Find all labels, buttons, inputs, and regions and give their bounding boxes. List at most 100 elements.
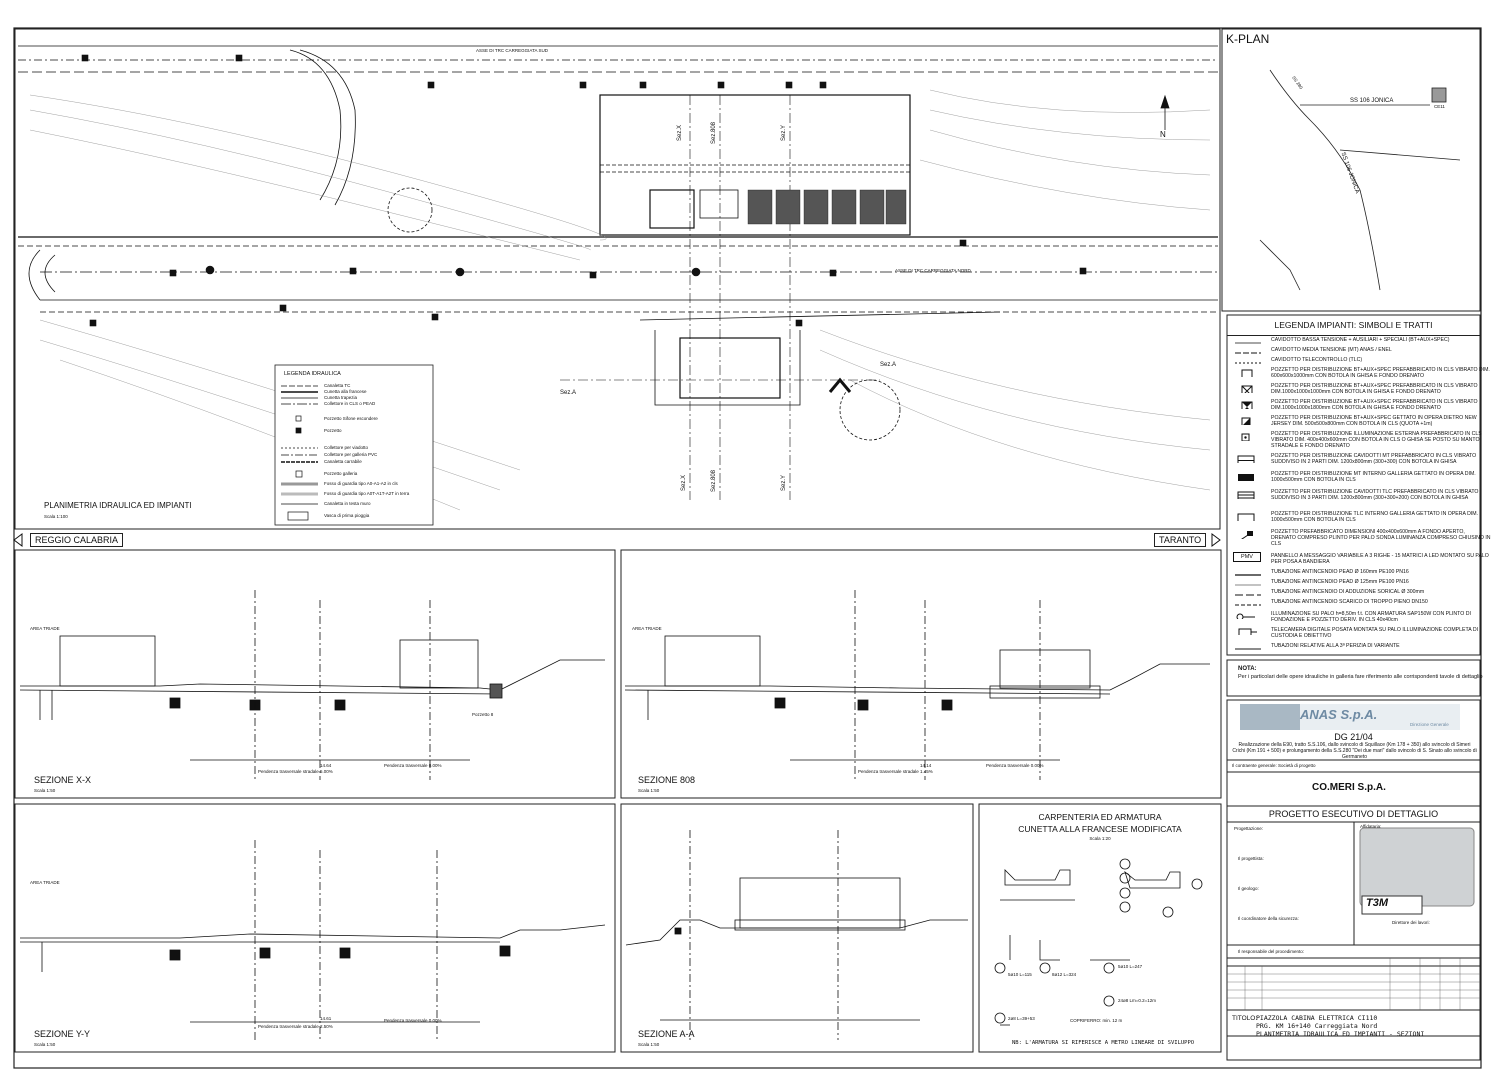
dot-square-icon <box>1241 433 1250 441</box>
direttore-label: Direttore dei lavori: <box>1392 920 1430 925</box>
direction-right-label: TARANTO <box>1154 533 1207 547</box>
title-label: TITOLO: <box>1232 1015 1258 1022</box>
empty-rect-icon <box>1237 513 1255 521</box>
section-808-slope: Pendenza trasversale stradale 1.45% <box>858 769 933 774</box>
section-xx-scale: Scala 1:50 <box>34 788 56 793</box>
project-phase: PROGETTO ESECUTIVO DI DETTAGLIO <box>1268 809 1439 819</box>
rebar-label: 2ø8 L=39+53 <box>1008 1016 1035 1021</box>
crossed-square-icon <box>1241 385 1253 393</box>
project-description: Realizzazione della E90, tratto S.S.106,… <box>1232 742 1477 760</box>
legend-idraulica-item: Collettore per galleria PVC <box>324 452 378 457</box>
section-x-label: Sez.X <box>681 474 688 492</box>
plan-title: PLANIMETRIA IDRAULICA ED IMPIANTI <box>44 501 192 510</box>
line-symbol-icon <box>1235 352 1261 354</box>
north-label: N <box>1160 130 1166 139</box>
section-808-label-top: Sez.808 <box>711 121 718 145</box>
note-text: Per i particolari delle opere idrauliche… <box>1238 674 1483 680</box>
legend-idraulica-item: Collettore in CLS o PEAD <box>324 401 376 406</box>
axis-bottom-label: ASSE DI TRC CARREGGIATA NORD <box>895 268 971 273</box>
anas-logo-sub: Direzione Generale <box>1410 722 1449 727</box>
kplan-title: K-PLAN <box>1226 32 1270 46</box>
section-xx-slope-2: Pendenza trasversale 0.00% <box>384 763 442 768</box>
legend-idraulica-item: Cunetta trapezia <box>324 395 358 400</box>
line-symbol-icon <box>1235 604 1261 606</box>
section-xx-slope: Pendenza trasversale stradale 5.00% <box>258 769 333 774</box>
section-xx-area: AREA TRIADE <box>30 626 60 631</box>
carpenteria-scale: Scala 1:20 <box>1089 836 1111 841</box>
title-line-2: PRG. KM 16+140 Carreggiata Nord <box>1256 1022 1378 1030</box>
kplan-site-label: CE11 <box>1434 104 1445 109</box>
rebar-label: 5ø10 L=247 <box>1118 964 1143 969</box>
section-808-title: SEZIONE 808 <box>638 775 696 785</box>
legend-idraulica-item: Collettore per viadotto <box>324 445 369 450</box>
line-symbol-icon <box>1235 594 1261 596</box>
three-split-rect-icon <box>1237 491 1255 499</box>
lamp-post-icon <box>1236 613 1255 619</box>
sensor-pole-icon <box>1241 531 1253 539</box>
title-line-1: PIAZZOLA CABINA ELETTRICA CI110 <box>1256 1014 1378 1022</box>
legend-idraulica-item: Canaletta TC <box>324 383 351 388</box>
legend-idraulica-item: Pozzetto <box>324 428 342 433</box>
legend-idraulica-item: Pozzetto galleria <box>324 471 358 476</box>
contractor-name: CO.MERI S.p.A. <box>1312 782 1386 793</box>
anas-logo: ANAS S.p.A. <box>1300 707 1378 722</box>
section-808-width: 14.14 <box>920 763 932 768</box>
legend-idraulica-item: Canaletta in testa muro <box>324 501 371 506</box>
section-xx-title: SEZIONE X-X <box>34 775 92 785</box>
section-yy-area: AREA TRIADE <box>30 880 60 885</box>
section-yy-scale: Scala 1:50 <box>34 1042 56 1047</box>
section-yy-width: 14.61 <box>320 1016 332 1021</box>
line-symbol-icon <box>1235 362 1261 364</box>
camera-icon <box>1238 628 1257 635</box>
legend-idraulica-item: Fosso di guardia tipo A0-A1-A2 in cls <box>324 481 398 486</box>
title-line-3: PLANIMETRIA IDRAULICA ED IMPIANTI - SEZI… <box>1256 1030 1425 1038</box>
legend-idraulica-item: Fosso di guardia tipo A0T-A1T-A2T in ter… <box>324 491 410 496</box>
legenda-impianti: LEGENDA IMPIANTI: SIMBOLI E TRATTI CAVID… <box>1227 315 1491 655</box>
section-yy-slope: Pendenza trasversale stradale 2.50% <box>258 1024 333 1029</box>
line-symbol-icon <box>1235 648 1261 650</box>
section-aa-title: SEZIONE A-A <box>638 1029 695 1039</box>
line-symbol-icon <box>1235 342 1261 344</box>
direction-left-label: REGGIO CALABRIA <box>30 533 124 547</box>
legend-idraulica-item: Canaletta carrabile <box>324 459 362 464</box>
responsabile-label: Il responsabile del procedimento: <box>1238 949 1305 954</box>
t3m-logo: T3M <box>1366 897 1388 909</box>
contractor-label: Il contraente generale: Società di proge… <box>1232 763 1316 768</box>
empty-square-icon <box>1241 369 1253 377</box>
copriferro-label: COPRIFERRO: min. 12 m <box>1070 1018 1123 1023</box>
section-y-label: Sez.Y <box>781 474 788 492</box>
rebar-label: 24ø8 Lm=0.2=12m <box>1118 998 1157 1003</box>
section-yy-title: SEZIONE Y-Y <box>34 1029 91 1039</box>
section-y-label-top: Sez.Y <box>781 124 788 142</box>
carpenteria-title-1: CARPENTERIA ED ARMATURA <box>1038 812 1162 822</box>
legend-idraulica-title: LEGENDA IDRAULICA <box>284 371 341 377</box>
carpenteria-title-2: CUNETTA ALLA FRANCESE MODIFICATA <box>1018 824 1182 834</box>
half-square-icon <box>1241 417 1251 425</box>
section-xx-width: 14.64 <box>320 763 332 768</box>
section-xx-pozzetto: Pozzetto 8 <box>472 712 494 717</box>
kplan-road-label: SS 106 JONICA <box>1350 98 1394 104</box>
section-yy-slope-2: Pendenza trasversale 0.00% <box>384 1018 442 1023</box>
section-a-label-right: Sez.A <box>880 362 897 368</box>
line-symbol-icon <box>1235 584 1261 586</box>
axis-top-label: ASSE DI TRC CARREGGIATA SUD <box>476 48 549 53</box>
coordinatore-label: Il coordinatore della sicurezza: <box>1238 916 1299 921</box>
designer-label: Progettazione: <box>1234 826 1264 831</box>
plan-scale: Scala 1:100 <box>44 514 68 519</box>
section-a-label-left: Sez.A <box>560 390 577 396</box>
section-808-slope-2: Pendenza trasversale 0.00% <box>986 763 1044 768</box>
assignee-label: Affidataria: <box>1360 824 1382 829</box>
section-x-label-top: Sez.X <box>677 124 684 142</box>
section-808-area: AREA TRIADE <box>632 626 662 631</box>
section-808-scale: Scala 1:50 <box>638 788 660 793</box>
legend-idraulica-item: Vasca di prima pioggia <box>324 513 370 518</box>
section-808-label: Sez.808 <box>711 469 718 493</box>
legenda-impianti-title: LEGENDA IMPIANTI: SIMBOLI E TRATTI <box>1274 320 1433 330</box>
rebar-label: 8ø12 L=324 <box>1052 972 1077 977</box>
pmv-icon: PMV <box>1233 552 1261 562</box>
split-rect-icon <box>1237 455 1255 463</box>
project-code: DG 21/04 <box>1334 732 1373 742</box>
filled-rect-icon <box>1238 474 1254 481</box>
carpenteria-note: NB: L'ARMATURA SI RIFERISCE A METRO LINE… <box>1012 1040 1195 1046</box>
